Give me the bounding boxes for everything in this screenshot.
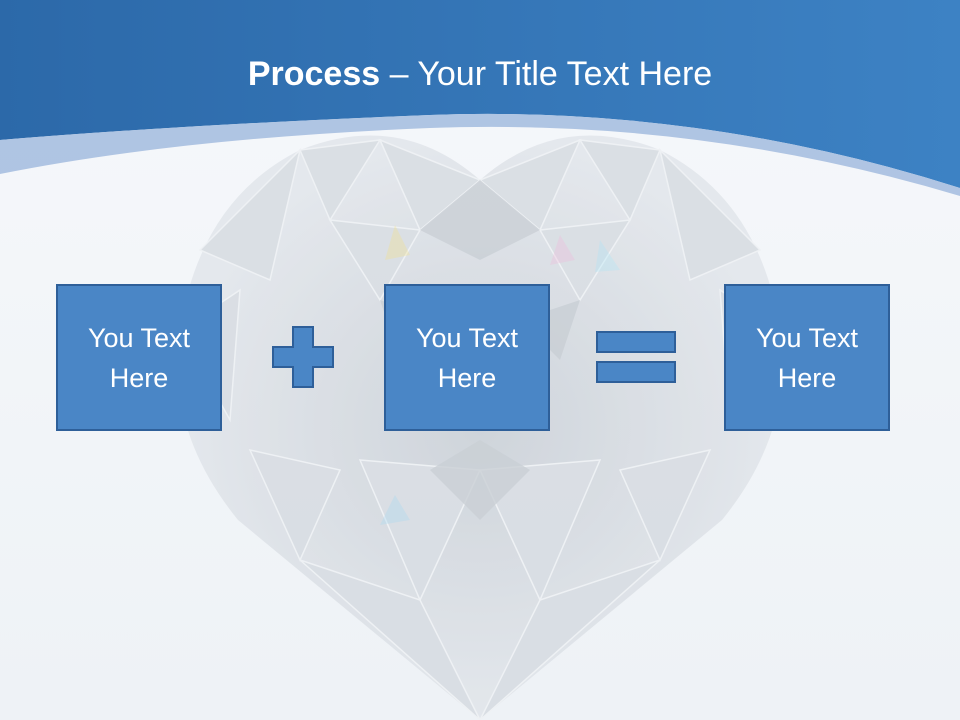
page-title: Process – Your Title Text Here (0, 52, 960, 96)
plus-icon (272, 326, 334, 388)
equals-icon (596, 331, 676, 383)
process-box-3: You Text Here (724, 284, 890, 431)
title-rest-part: – Your Title Text Here (380, 55, 713, 93)
process-box-1-label: You Text Here (87, 322, 191, 393)
process-box-3-label: You Text Here (755, 322, 859, 393)
process-box-1: You Text Here (56, 284, 222, 431)
header-band (0, 0, 960, 188)
header-highlight-curve (0, 113, 960, 196)
process-box-2-label: You Text Here (415, 322, 519, 393)
title-bold-part: Process (247, 55, 381, 93)
process-box-2: You Text Here (384, 284, 550, 431)
